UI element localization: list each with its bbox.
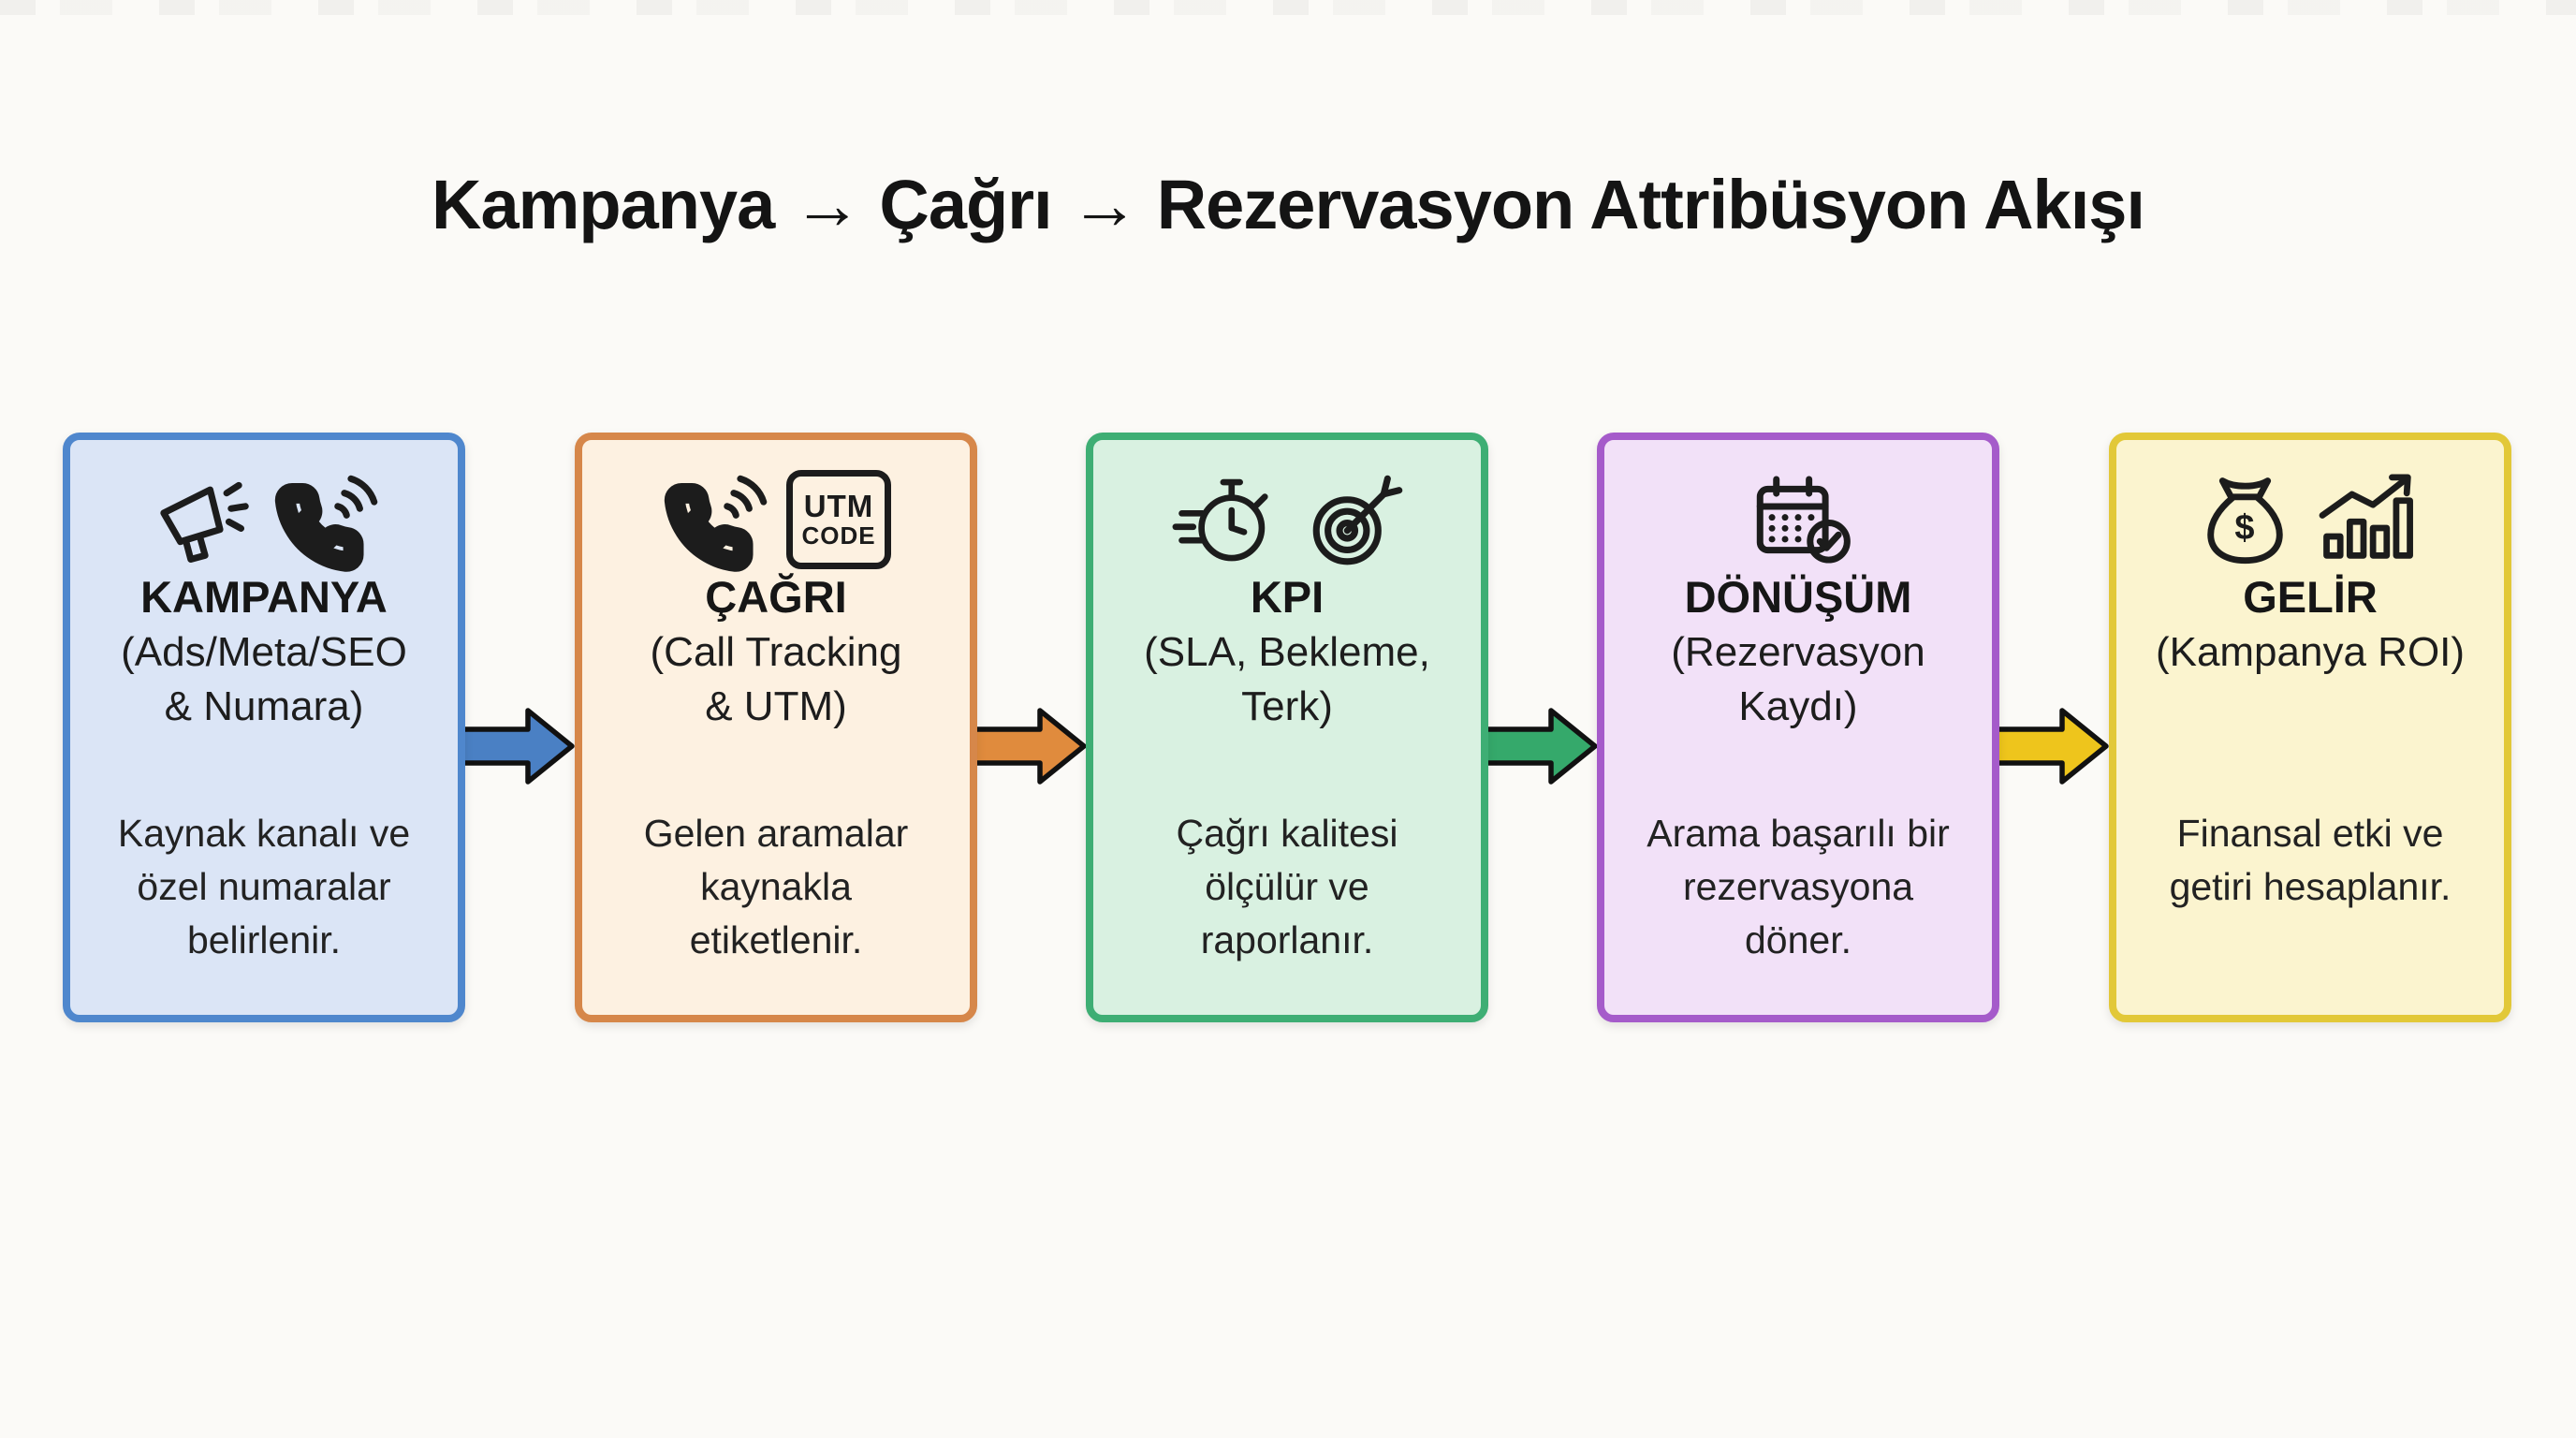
stage-title: KAMPANYA xyxy=(140,572,388,622)
megaphone-icon xyxy=(160,481,249,564)
stage-description: Çağrı kalitesi ölçülür ve raporlanır. xyxy=(1176,812,1398,961)
stage-icons xyxy=(1093,459,1481,580)
phone-ringing-icon xyxy=(274,475,378,572)
flow-arrow-1 xyxy=(459,708,575,785)
stage-description: Kaynak kanalı ve özel numaralar belirlen… xyxy=(117,812,411,961)
money-bag-icon: $ xyxy=(2191,463,2299,576)
stage-card-gelir: $ GELİR (Kampanya ROI) Finansal etki ve … xyxy=(2109,433,2511,1022)
utm-badge-line1: UTM xyxy=(803,489,874,524)
stage-icons: UTM CODE xyxy=(582,459,970,580)
stage-card-kampanya: KAMPANYA (Ads/Meta/SEO & Numara) Kaynak … xyxy=(63,433,465,1022)
stage-card-cagri: UTM CODE ÇAĞRI (Call Tracking & UTM) Gel… xyxy=(575,433,977,1022)
stage-icons xyxy=(70,459,458,580)
stage-title: DÖNÜŞÜM xyxy=(1684,572,1912,622)
stage-title: ÇAĞRI xyxy=(705,572,847,622)
utm-code-badge-icon: UTM CODE xyxy=(786,470,891,569)
stage-subtitle: (SLA, Bekleme, Terk) xyxy=(1144,629,1430,729)
stage-title: GELİR xyxy=(2243,572,2378,622)
page-title: Kampanya → Çağrı → Rezervasyon Attribüsy… xyxy=(432,166,2145,243)
stage-subtitle: (Rezervasyon Kaydı) xyxy=(1671,629,1925,729)
stage-card-donusum: DÖNÜŞÜM (Rezervasyon Kaydı) Arama başarı… xyxy=(1597,433,1999,1022)
stage-subtitle: (Call Tracking & UTM) xyxy=(650,629,902,729)
stage-description: Arama başarılı bir rezervasyona döner. xyxy=(1647,812,1950,961)
target-dart-icon xyxy=(1312,475,1403,565)
stage-description: Finansal etki ve getiri hesaplanır. xyxy=(2169,812,2452,908)
utm-badge-line2: CODE xyxy=(801,521,876,550)
stopwatch-icon xyxy=(1172,478,1268,562)
flow-arrow-4 xyxy=(1993,708,2109,785)
stage-description: Gelen aramalar kaynakla etiketlenir. xyxy=(643,812,909,961)
stage-title: KPI xyxy=(1250,572,1325,622)
calendar-check-icon xyxy=(1756,476,1851,564)
stage-subtitle: (Ads/Meta/SEO & Numara) xyxy=(121,629,407,729)
stage-icons: $ xyxy=(2116,459,2504,580)
stage-subtitle: (Kampanya ROI) xyxy=(2155,629,2466,675)
stage-icons xyxy=(1604,459,1992,580)
dollar-symbol: $ xyxy=(2234,508,2255,548)
flow-arrow-3 xyxy=(1482,708,1598,785)
chart-up-icon xyxy=(2319,474,2413,559)
stage-card-kpi: KPI (SLA, Bekleme, Terk) Çağrı kalitesi … xyxy=(1086,433,1488,1022)
flow-arrow-2 xyxy=(971,708,1087,785)
top-noise-band xyxy=(0,0,2576,15)
phone-ringing-icon xyxy=(664,475,768,572)
